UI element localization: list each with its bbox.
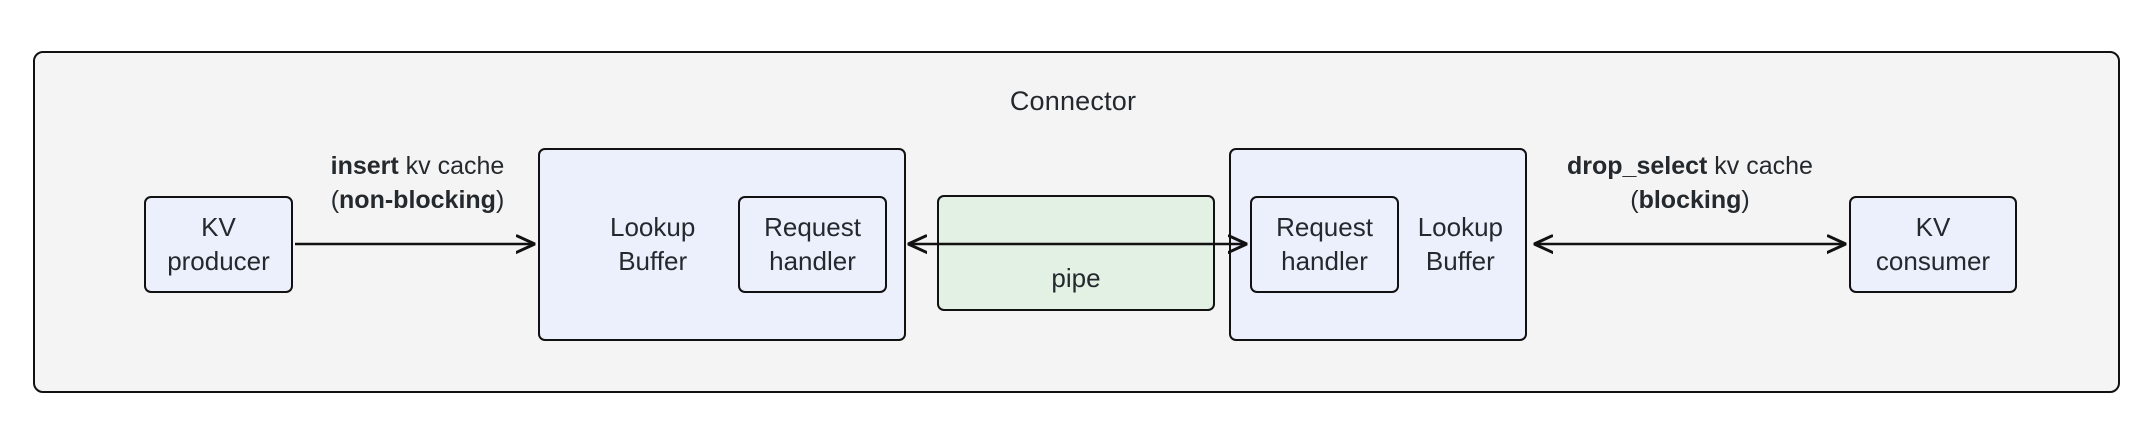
edge-label-drop-select-op: drop_select xyxy=(1567,152,1708,180)
node-pipe-label: pipe xyxy=(1051,262,1101,293)
edge-label-drop-select-line2: (blocking) xyxy=(1540,184,1840,218)
edge-label-insert: insert kv cache (non-blocking) xyxy=(295,150,540,217)
edge-label-insert-mode: non-blocking xyxy=(339,185,496,214)
edge-label-insert-open: ( xyxy=(330,185,340,214)
node-kv-producer[interactable]: KV producer xyxy=(144,196,293,293)
edge-label-drop-select-line1: drop_select kv cache xyxy=(1540,150,1840,184)
node-request-handler-left-label: Request handler xyxy=(764,212,861,276)
edge-label-drop-select: drop_select kv cache (blocking) xyxy=(1540,150,1840,217)
node-lookup-buffer-left-label: Lookup Buffer xyxy=(610,212,696,276)
connector-title: Connector xyxy=(1009,86,1137,116)
edge-label-drop-select-rest: kv cache xyxy=(1707,152,1813,180)
node-pipe[interactable]: pipe xyxy=(937,195,1215,311)
node-request-handler-left[interactable]: Request handler xyxy=(738,196,887,293)
node-lookup-buffer-right-label: Lookup Buffer xyxy=(1417,212,1503,276)
node-kv-consumer-label: KV consumer xyxy=(1875,212,1991,276)
node-lookup-buffer-left[interactable]: Lookup Buffer xyxy=(538,148,906,341)
edge-label-insert-close: ) xyxy=(495,185,505,214)
node-kv-consumer[interactable]: KV consumer xyxy=(1849,196,2017,293)
edge-label-insert-rest: kv cache xyxy=(398,152,505,180)
node-kv-producer-label: KV producer xyxy=(167,212,270,276)
node-request-handler-right-label: Request handler xyxy=(1276,212,1373,276)
edge-label-insert-line1: insert kv cache xyxy=(295,150,540,184)
node-request-handler-right[interactable]: Request handler xyxy=(1250,196,1399,293)
edge-label-drop-select-mode: blocking xyxy=(1638,185,1742,214)
edge-label-drop-select-close: ) xyxy=(1741,185,1750,214)
edge-label-drop-select-open: ( xyxy=(1630,185,1639,214)
edge-label-insert-op: insert xyxy=(330,152,399,180)
edge-label-insert-line2: (non-blocking) xyxy=(295,184,540,218)
